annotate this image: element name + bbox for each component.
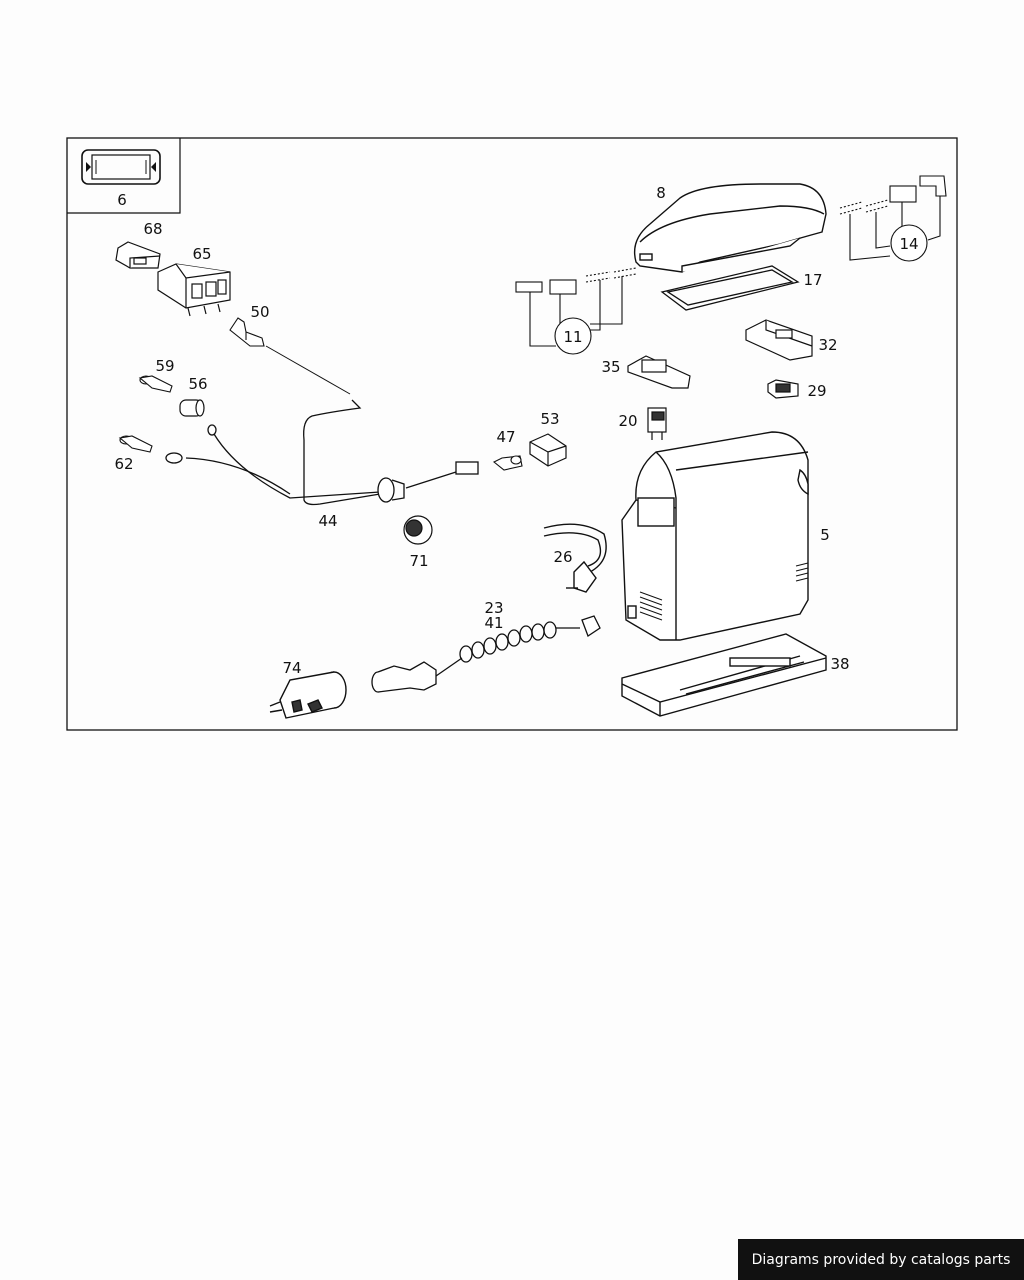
label-68: 68 xyxy=(143,220,162,238)
part-35-panel xyxy=(627,355,691,389)
label-47: 47 xyxy=(496,428,515,446)
footer-credit: Diagrams provided by catalogs parts xyxy=(738,1239,1024,1280)
part-17-seal xyxy=(660,265,800,311)
label-29: 29 xyxy=(807,382,826,400)
label-44: 44 xyxy=(318,512,337,530)
label-50: 50 xyxy=(250,303,269,321)
part-32-panel xyxy=(745,319,813,361)
part-71-grommet xyxy=(403,515,433,545)
label-53: 53 xyxy=(540,410,559,428)
part-23-41-plug-cord xyxy=(371,615,601,693)
label-59: 59 xyxy=(155,357,174,375)
part-74-socket xyxy=(269,671,347,719)
part-62-ring-terminal xyxy=(118,435,153,453)
part-59-ring-terminal xyxy=(138,375,173,393)
part-44-wiring-harness xyxy=(165,399,479,506)
label-74: 74 xyxy=(282,659,301,677)
lead-line-50 xyxy=(265,345,351,395)
label-20: 20 xyxy=(618,412,637,430)
label-26: 26 xyxy=(553,548,572,566)
part-56-sleeve xyxy=(179,399,205,417)
label-6: 6 xyxy=(117,191,127,209)
part-53-housing xyxy=(529,433,567,467)
label-71: 71 xyxy=(409,552,428,570)
label-62: 62 xyxy=(114,455,133,473)
part-47-terminal xyxy=(492,455,523,471)
part-29-switch xyxy=(767,379,799,399)
label-14: 14 xyxy=(899,235,918,253)
label-23: 23 xyxy=(484,599,503,617)
diagram-frame xyxy=(66,137,958,731)
part-20-switch xyxy=(647,407,667,440)
label-32: 32 xyxy=(818,336,837,354)
part-8-cover xyxy=(633,183,827,273)
part-50-terminal xyxy=(229,317,265,347)
label-5: 5 xyxy=(820,526,830,544)
label-8: 8 xyxy=(656,184,666,202)
label-38: 38 xyxy=(830,655,849,673)
part-5-main-unit xyxy=(621,431,809,641)
part-65-relay-socket xyxy=(157,263,231,317)
part-38-base-plate xyxy=(621,633,827,717)
label-35: 35 xyxy=(601,358,620,376)
part-14-spring-set xyxy=(839,175,947,262)
label-11: 11 xyxy=(563,328,582,346)
part-11-spring-set xyxy=(515,267,637,355)
label-56: 56 xyxy=(188,375,207,393)
label-17: 17 xyxy=(803,271,822,289)
part-26-connector xyxy=(543,523,607,593)
label-65: 65 xyxy=(192,245,211,263)
part-68-connector xyxy=(115,241,161,269)
label-41: 41 xyxy=(484,614,503,632)
inset-part-6 xyxy=(67,138,181,214)
